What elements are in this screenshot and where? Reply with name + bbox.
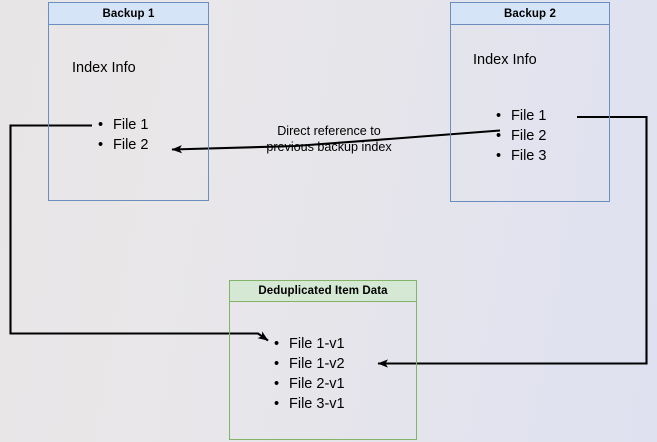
dedup-title: Deduplicated Item Data <box>258 285 388 297</box>
backup2-index-label: Index Info <box>473 52 537 68</box>
backup2-header: Backup 2 <box>450 2 610 25</box>
direct-reference-line2: previous backup index <box>266 140 392 154</box>
backup2-title: Backup 2 <box>504 7 556 20</box>
backup2-file-list: File 1 File 2 File 3 <box>496 106 546 166</box>
backup2-body <box>450 24 610 202</box>
direct-reference-line1: Direct reference to <box>277 124 381 138</box>
backup1-header: Backup 1 <box>48 2 209 25</box>
dedup-body <box>229 301 417 440</box>
backup1-body <box>48 24 209 201</box>
backup1-index-label: Index Info <box>72 60 136 76</box>
dedup-item-list: File 1-v1 File 1-v2 File 2-v1 File 3-v1 <box>274 334 345 414</box>
dedup-header: Deduplicated Item Data <box>229 280 417 302</box>
backup1-file-list: File 1 File 2 <box>98 115 148 155</box>
list-item: File 3-v1 <box>274 394 345 414</box>
list-item: File 1-v1 <box>274 334 345 354</box>
list-item: File 2 <box>496 126 546 146</box>
list-item: File 2 <box>98 135 148 155</box>
list-item: File 3 <box>496 146 546 166</box>
list-item: File 1 <box>496 106 546 126</box>
list-item: File 1 <box>98 115 148 135</box>
backup1-title: Backup 1 <box>102 7 155 20</box>
direct-reference-label: Direct reference to previous backup inde… <box>249 123 409 155</box>
list-item: File 2-v1 <box>274 374 345 394</box>
list-item: File 1-v2 <box>274 354 345 374</box>
